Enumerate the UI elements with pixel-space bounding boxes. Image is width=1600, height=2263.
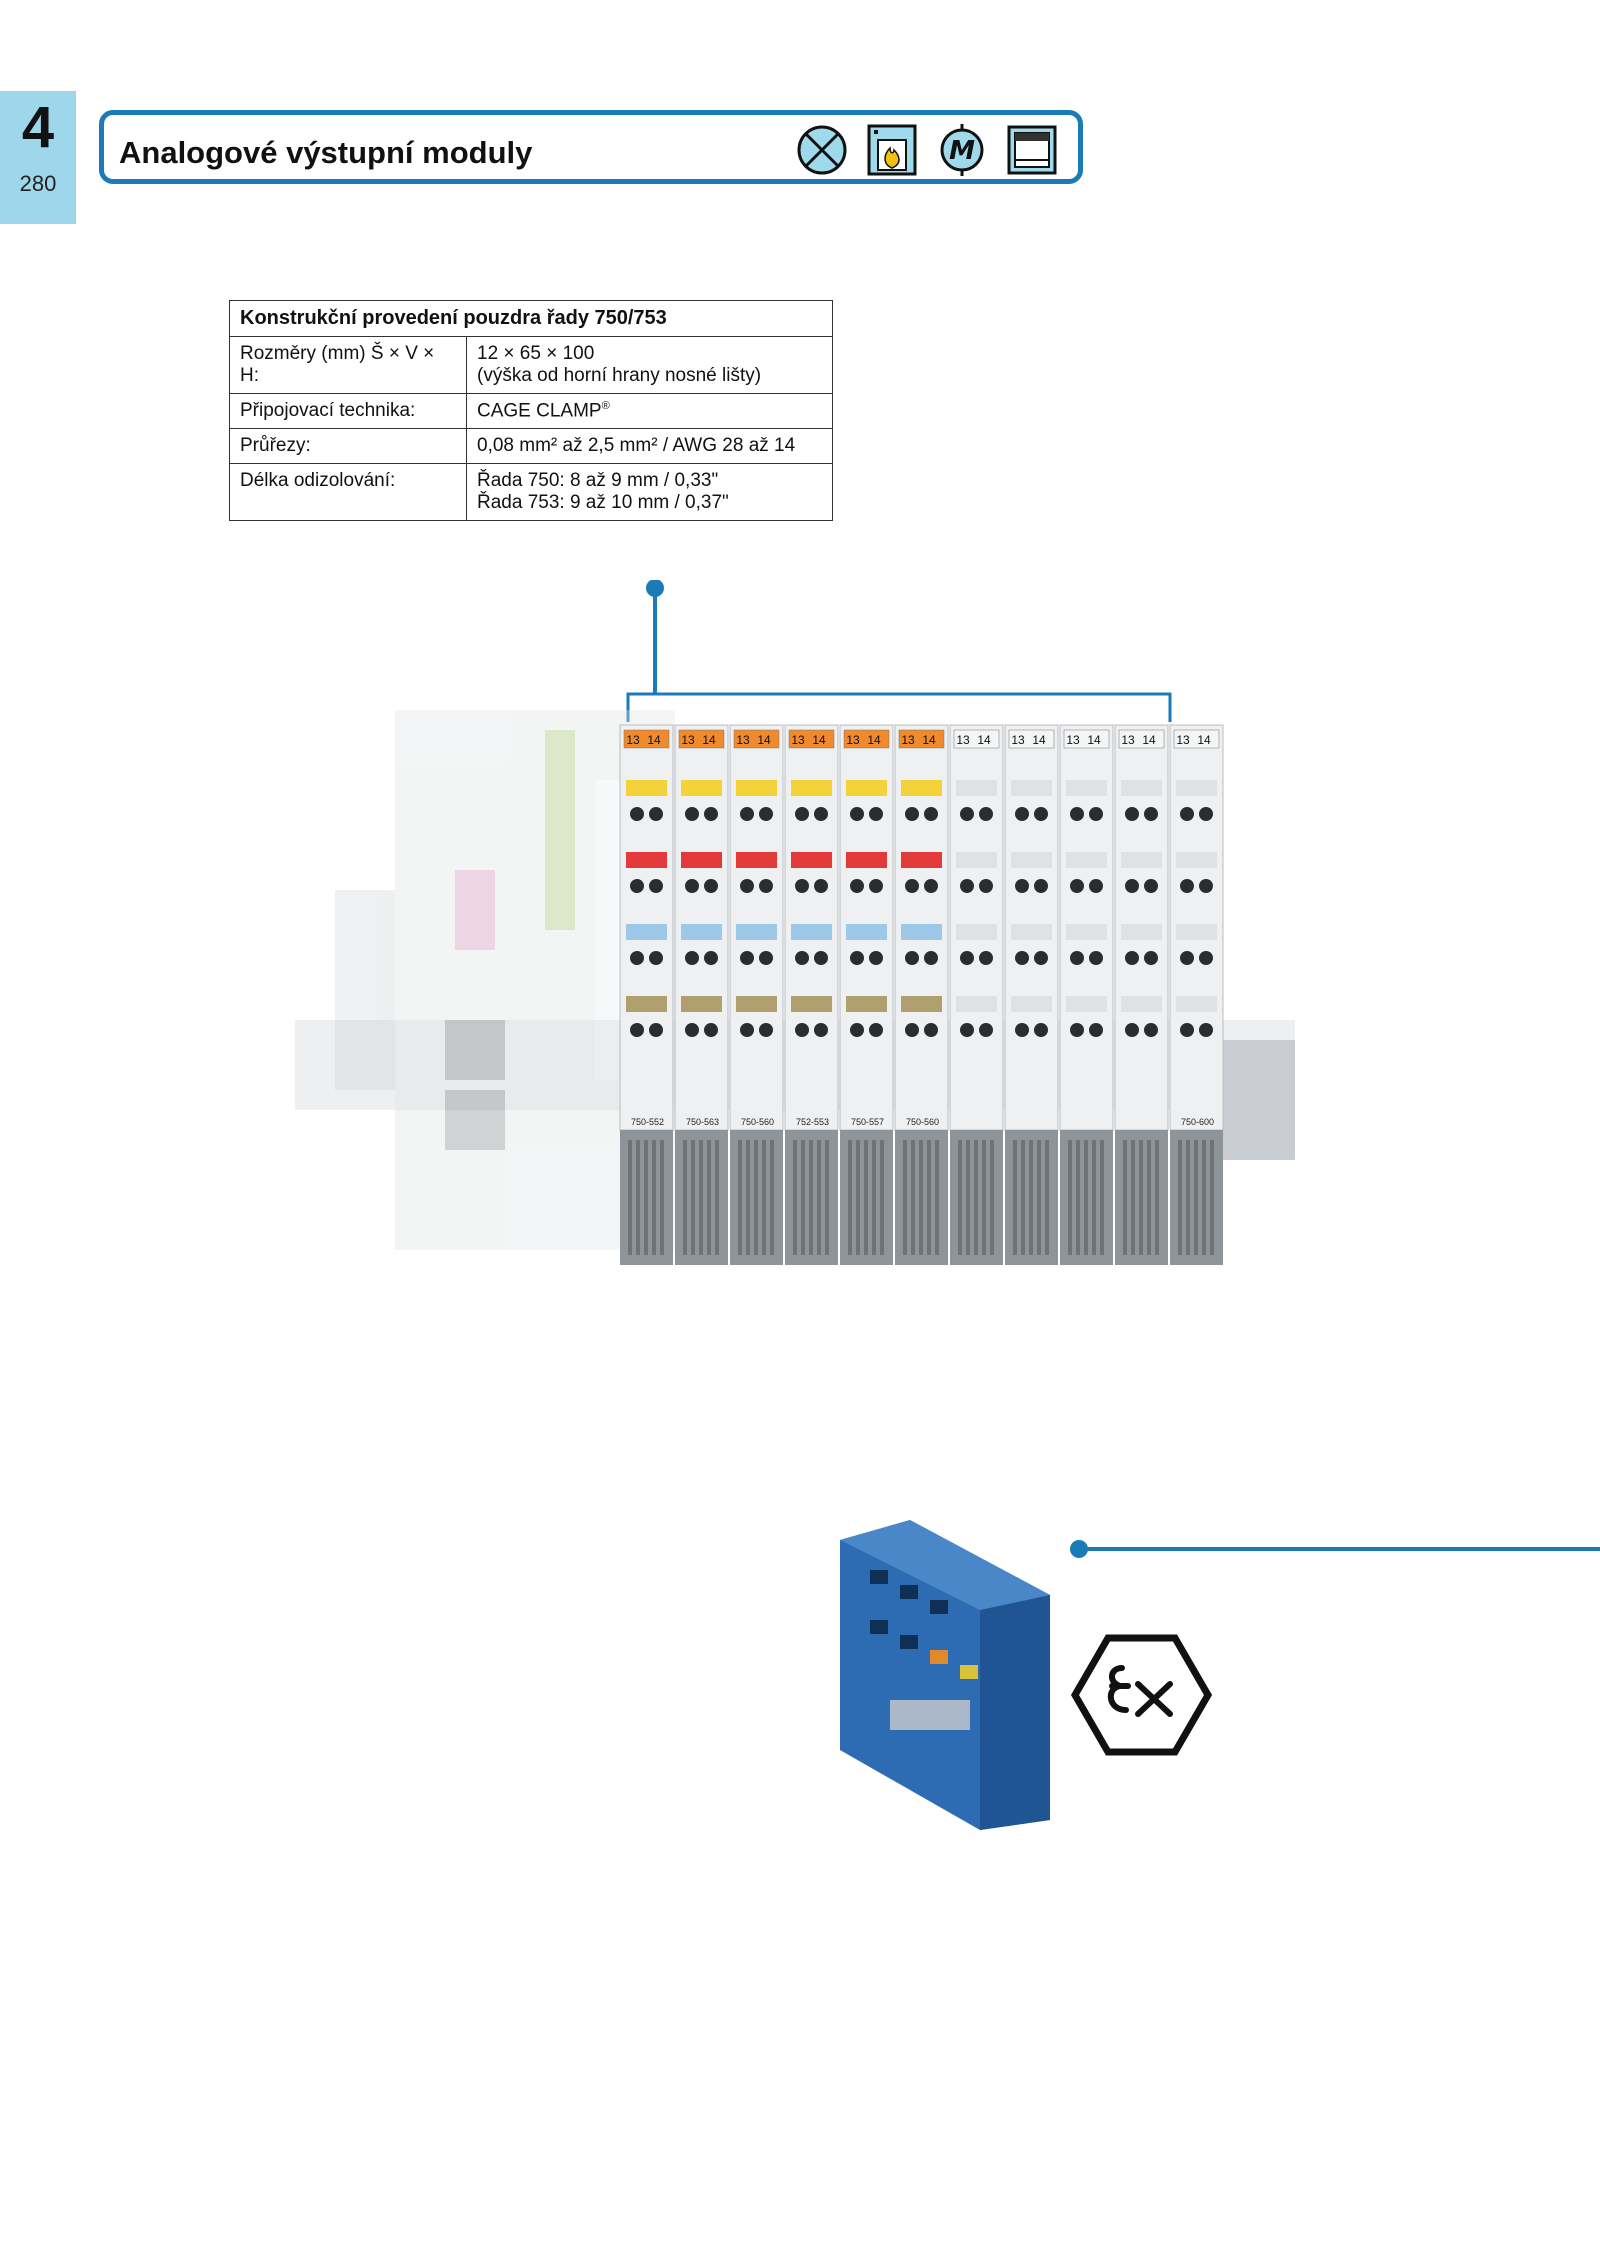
terminal-label: 14 [1087,733,1101,747]
registered-mark: ® [601,400,610,412]
io-module: 13 14 [1114,724,1169,1265]
io-system-photo: 13 14 13 14 13 14 13 14 13 14 13 14 13 14 13 14 13 14 13 14… [295,580,1295,1265]
terminal-label: 13 [901,733,915,747]
spec-value-line: (výška od horní hrany nosné lišty) [477,365,762,386]
terminal-label: 14 [867,733,881,747]
spec-value-line: Řada 753: 9 až 10 mm / 0,37" [477,492,729,514]
module-code: 750-552 [631,1117,664,1127]
module-code: 750-600 [1181,1117,1214,1127]
terminal-label: 13 [1121,733,1135,747]
terminal-label: 14 [977,733,991,747]
table-row: Připojovací technika: CAGE CLAMP® [229,392,833,430]
section-header: Analogové výstupní moduly M [99,110,1083,184]
spec-label: Rozměry (mm) Š × V × H: [229,336,467,394]
terminal-label: 13 [1066,733,1080,747]
ex-module-photo [840,1520,1213,1830]
terminal-label: 14 [1142,733,1156,747]
spec-value: 12 × 65 × 100 (výška od horní hrany nosn… [466,336,833,394]
io-modules: 13 14 13 14 13 14 13 14 13 14 13 14 13 14 13 14 13 14 13 14… [619,724,1224,1265]
ex-symbol-icon [1070,1634,1213,1756]
spec-value-line: 0,08 mm² až 2,5 mm² / AWG 28 až 14 [477,435,796,457]
blue-ex-module [840,1520,1050,1830]
spec-value-line: Řada 750: 8 až 9 mm / 0,33" [477,470,719,492]
table-row: Délka odizolování: Řada 750: 8 až 9 mm /… [229,463,833,522]
module-code: 750-560 [906,1117,939,1127]
terminal-label: 13 [626,733,640,747]
module-codes: 750-552 750-563 750-560 752-553 750-557 750-5… [631,1117,1214,1127]
terminal-label: 14 [647,733,661,747]
application-icons: M [796,124,1058,176]
housing-spec-table: Konstrukční provedení pouzdra řady 750/7… [229,300,833,522]
table-row: Průřezy: 0,08 mm² až 2,5 mm² / AWG 28 až… [229,428,833,465]
terminal-label: 13 [791,733,805,747]
spec-table-heading: Konstrukční provedení pouzdra řady 750/7… [229,300,833,337]
terminal-label: 13 [681,733,695,747]
motor-icon: M [940,124,984,176]
spec-value-line: CAGE CLAMP [477,400,602,422]
io-module: 13 14 [784,724,839,1265]
io-module: 13 14 [729,724,784,1265]
terminal-label: 14 [1197,733,1211,747]
terminal-label: 14 [757,733,771,747]
module-code: 750-563 [686,1117,719,1127]
terminal-label: 14 [922,733,936,747]
terminal-label: 14 [812,733,826,747]
io-module: 13 14 [1059,724,1114,1265]
spec-value: 0,08 mm² až 2,5 mm² / AWG 28 až 14 [466,428,833,465]
io-module: 13 14 [949,724,1004,1265]
io-module: 13 14 [894,724,949,1265]
spec-label: Délka odizolování: [229,463,467,522]
page-number: 280 [19,171,57,196]
terminal-label: 13 [956,733,970,747]
terminal-label: 13 [1011,733,1025,747]
io-module: 13 14 [1004,724,1059,1265]
spec-value-line: 12 × 65 × 100 [477,343,595,364]
terminal-label: 13 [736,733,750,747]
terminal-label: 13 [1176,733,1190,747]
fire-icon [867,124,917,176]
spec-label: Průřezy: [229,428,467,465]
terminal-label: 14 [1032,733,1046,747]
svg-text:M: M [949,136,975,166]
chapter-tab: 4 280 [0,91,76,224]
window-icon [1007,125,1057,175]
module-code: 750-557 [851,1117,884,1127]
terminal-label: 14 [702,733,716,747]
spec-value: CAGE CLAMP® [466,392,833,430]
spec-value: Řada 750: 8 až 9 mm / 0,33" Řada 753: 9 … [466,463,833,522]
io-module: 13 14 [1169,724,1224,1265]
spec-label: Připojovací technika: [229,392,467,430]
module-code: 752-553 [796,1117,829,1127]
io-module: 13 14 [619,724,674,1265]
section-title: Analogové výstupní moduly [119,135,533,170]
io-module: 13 14 [839,724,894,1265]
io-module: 13 14 [674,724,729,1265]
ex-callout-line [1070,1540,1600,1558]
terminal-label: 13 [846,733,860,747]
lamp-icon [797,125,847,175]
table-row: Rozměry (mm) Š × V × H: 12 × 65 × 100 (v… [229,336,833,394]
module-code: 750-560 [741,1117,774,1127]
chapter-number: 4 [21,95,55,160]
